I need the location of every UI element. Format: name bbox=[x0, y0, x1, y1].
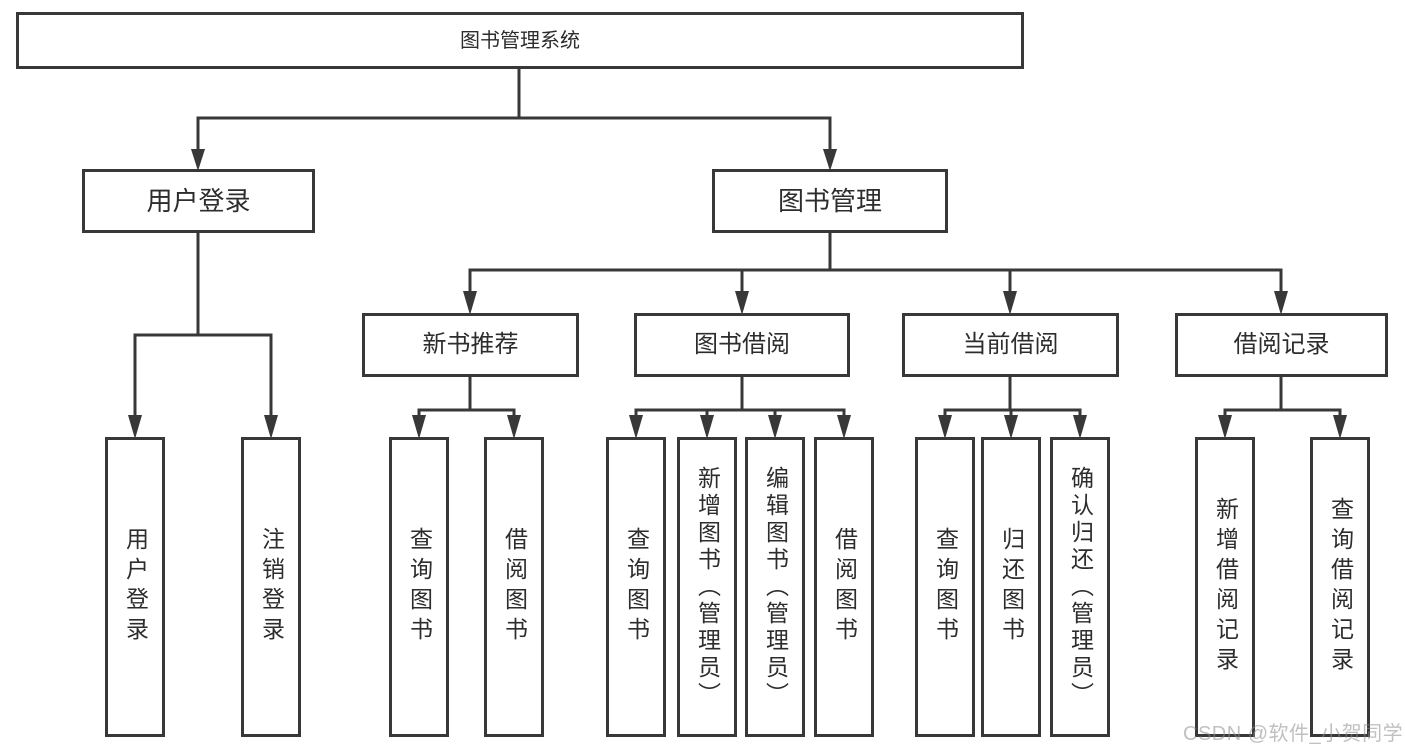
node-borrowing-records: 借阅记录 bbox=[1175, 313, 1388, 377]
node-br-query-borrow-record: 查询借阅记录 bbox=[1310, 437, 1370, 737]
node-library-management-system: 图书管理系统 bbox=[16, 12, 1024, 69]
node-new-book-recommend: 新书推荐 bbox=[362, 313, 579, 377]
node-book-borrowing: 图书借阅 bbox=[634, 313, 850, 377]
node-nb-borrow-books: 借阅图书 bbox=[484, 437, 544, 737]
node-nb-query-books: 查询图书 bbox=[389, 437, 449, 737]
watermark: CSDN @软件_小贺同学 bbox=[1183, 723, 1404, 745]
node-current-borrowing: 当前借阅 bbox=[902, 313, 1119, 377]
node-user-login: 用户登录 bbox=[82, 169, 315, 233]
node-leaf-logout: 注销登录 bbox=[241, 437, 301, 737]
node-cb-confirm-return-admin: 确认归还（管理员） bbox=[1050, 437, 1110, 737]
node-bw-borrow-books: 借阅图书 bbox=[814, 437, 874, 737]
node-leaf-user-login: 用户登录 bbox=[105, 437, 165, 737]
node-book-management: 图书管理 bbox=[712, 169, 948, 233]
node-bw-add-books-admin: 新增图书（管理员） bbox=[677, 437, 737, 737]
node-cb-return-books: 归还图书 bbox=[981, 437, 1041, 737]
node-cb-query-books: 查询图书 bbox=[915, 437, 975, 737]
node-br-add-borrow-record: 新增借阅记录 bbox=[1195, 437, 1255, 737]
node-bw-query-books: 查询图书 bbox=[606, 437, 666, 737]
node-bw-edit-books-admin: 编辑图书（管理员） bbox=[745, 437, 805, 737]
